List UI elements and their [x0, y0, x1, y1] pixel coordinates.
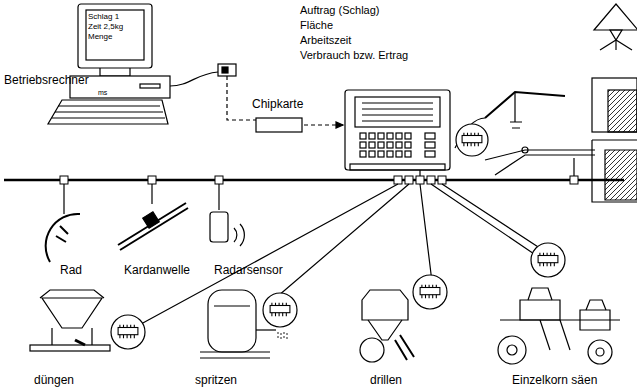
- implement-label: drillen: [370, 374, 402, 387]
- screen-text: Schlag 1: [88, 12, 142, 22]
- chip-card: Chipkarte: [252, 98, 306, 135]
- sensor-label: Kardanwelle: [124, 264, 190, 277]
- screen-text: Menge: [88, 32, 142, 42]
- caption-label: Betriebsrechner: [4, 74, 89, 87]
- monitor-screen: Schlag 1Zeit 2,5kgMenge: [88, 12, 142, 42]
- screen-text: Zeit 2,5kg: [88, 22, 142, 32]
- brand-mark: ms: [98, 86, 107, 99]
- node-label: Chipkarte: [252, 98, 306, 111]
- implement-label: Einzelkorn säen: [512, 374, 597, 387]
- card-shape: [252, 117, 306, 135]
- sensor-label: Radarsensor: [214, 264, 283, 277]
- implement-label: düngen: [34, 374, 74, 387]
- sensor-label: Rad: [60, 264, 82, 277]
- data-item: Auftrag (Schlag): [300, 4, 379, 17]
- implement-label: spritzen: [195, 374, 237, 387]
- data-item: Arbeitszeit: [300, 34, 351, 47]
- data-item: Verbrauch bzw. Ertrag: [300, 49, 408, 62]
- data-item: Fläche: [300, 19, 333, 32]
